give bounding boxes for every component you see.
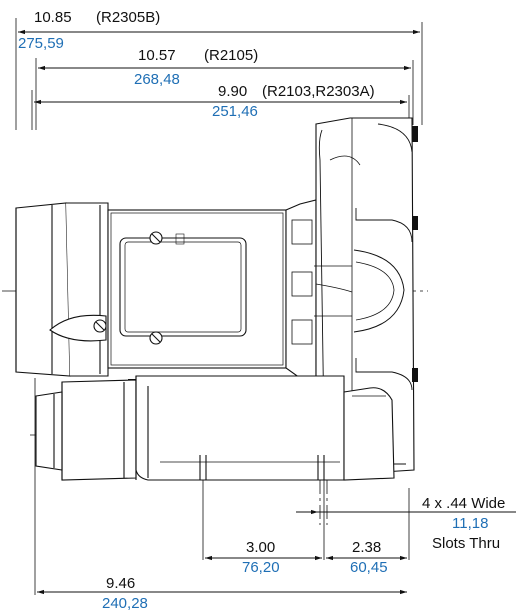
dim-slot-to-end-value: 2.38 [352, 539, 382, 556]
base-tube [135, 375, 345, 481]
slot-note-metric: 11,18 [452, 515, 489, 532]
motor-end [61, 379, 137, 481]
dim-slot-spacing-metric: 76,20 [242, 559, 280, 576]
slot-note-line2: Slots Thru [432, 535, 501, 552]
left-end-cap [15, 202, 71, 377]
dim-slot-to-end-metric: 60,45 [350, 559, 388, 576]
extension-lines [15, 18, 423, 595]
dimension-lines [18, 29, 516, 595]
dim-slot-spacing-value: 3.00 [246, 539, 276, 556]
dim-overall-r2305b-model: (R2305B) [96, 9, 161, 26]
dim-overall-r2103-metric: 251,46 [212, 103, 258, 120]
dim-overall-r2305b-value: 10.85 [34, 9, 72, 26]
dim-base-length-value: 9.46 [106, 575, 136, 592]
dim-overall-r2105-model: (R2105) [204, 47, 259, 64]
dim-overall-r2305b-metric: 275,59 [18, 35, 64, 52]
dim-base-length-metric: 240,28 [102, 595, 148, 612]
slot-note-line1: 4 x .44 Wide [422, 495, 506, 512]
dim-overall-r2103-value: 9.90 [218, 83, 248, 100]
dim-overall-r2103-model: (R2103,R2303A) [262, 83, 375, 100]
dim-overall-r2105-metric: 268,48 [134, 71, 180, 88]
base-assembly [35, 375, 395, 481]
dim-overall-r2105-value: 10.57 [138, 47, 176, 64]
enclosure-outline [15, 117, 415, 476]
nameplate [119, 237, 247, 337]
